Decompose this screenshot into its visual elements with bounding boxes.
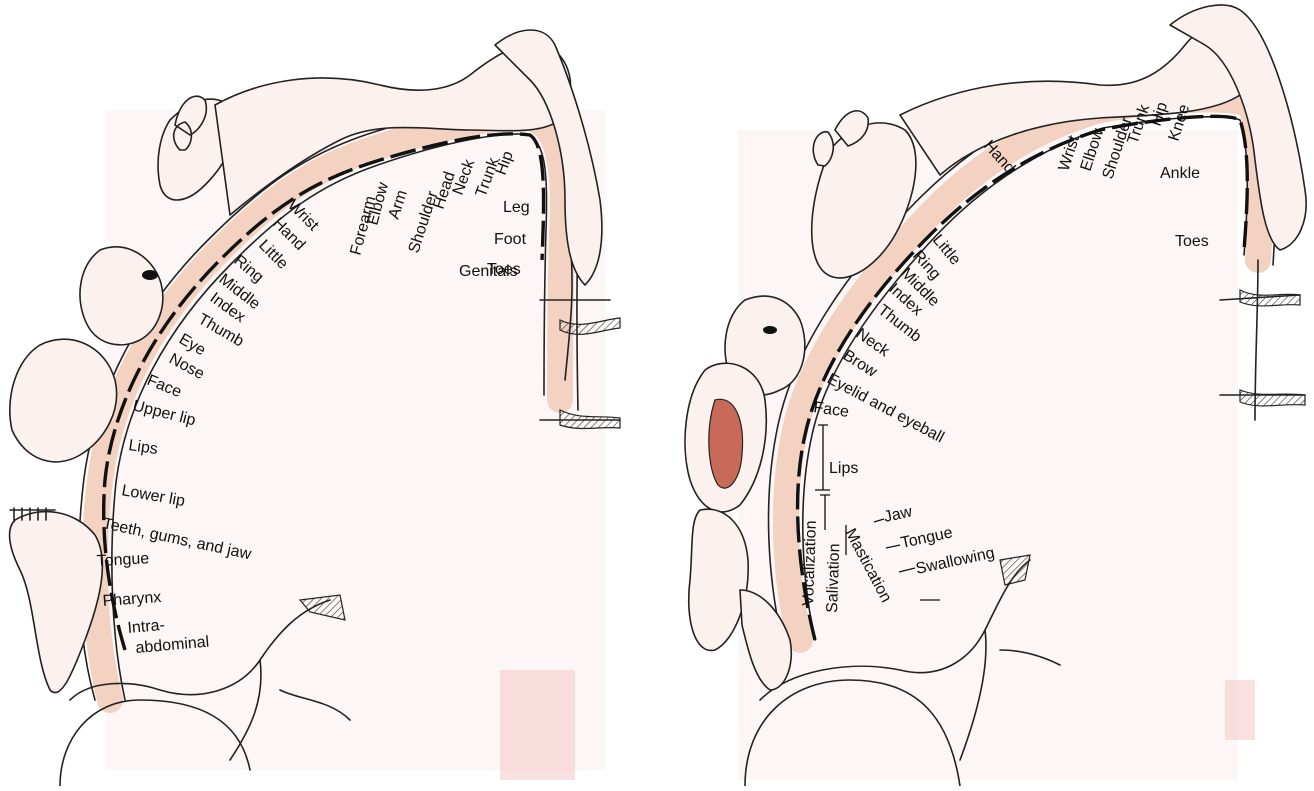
right-open-mouth [709,399,743,488]
label-leg: Leg [503,199,530,216]
label-salivation: Salivation [824,543,843,613]
left-tongue-limb [10,512,103,693]
right-sulcus-hatch-3 [1240,390,1305,406]
motor-homunculus-panel: Hand Wrist Elbow Shoulder Trunk Hip Knee… [685,5,1306,786]
right-sulcus-hatch-2 [1240,290,1300,306]
label-vocalization: Vocalization [800,520,820,606]
label-ankle: Ankle [1160,165,1200,182]
right-eye-pupil [763,326,777,334]
left-eye-pupil [142,270,158,280]
left-panel-stain [500,670,575,780]
right-panel-stain [1225,680,1255,740]
label-foot: Foot [494,231,527,248]
label-lips: Lips [829,460,858,477]
label-tongue: Tongue [96,550,149,570]
label-intra: Intra- [127,617,166,637]
label-toes: Toes [1175,233,1209,250]
label-genitals: Genitals [459,263,518,280]
sensory-homunculus-panel: Wrist Hand Little Ring Middle Index Thum… [10,30,620,786]
